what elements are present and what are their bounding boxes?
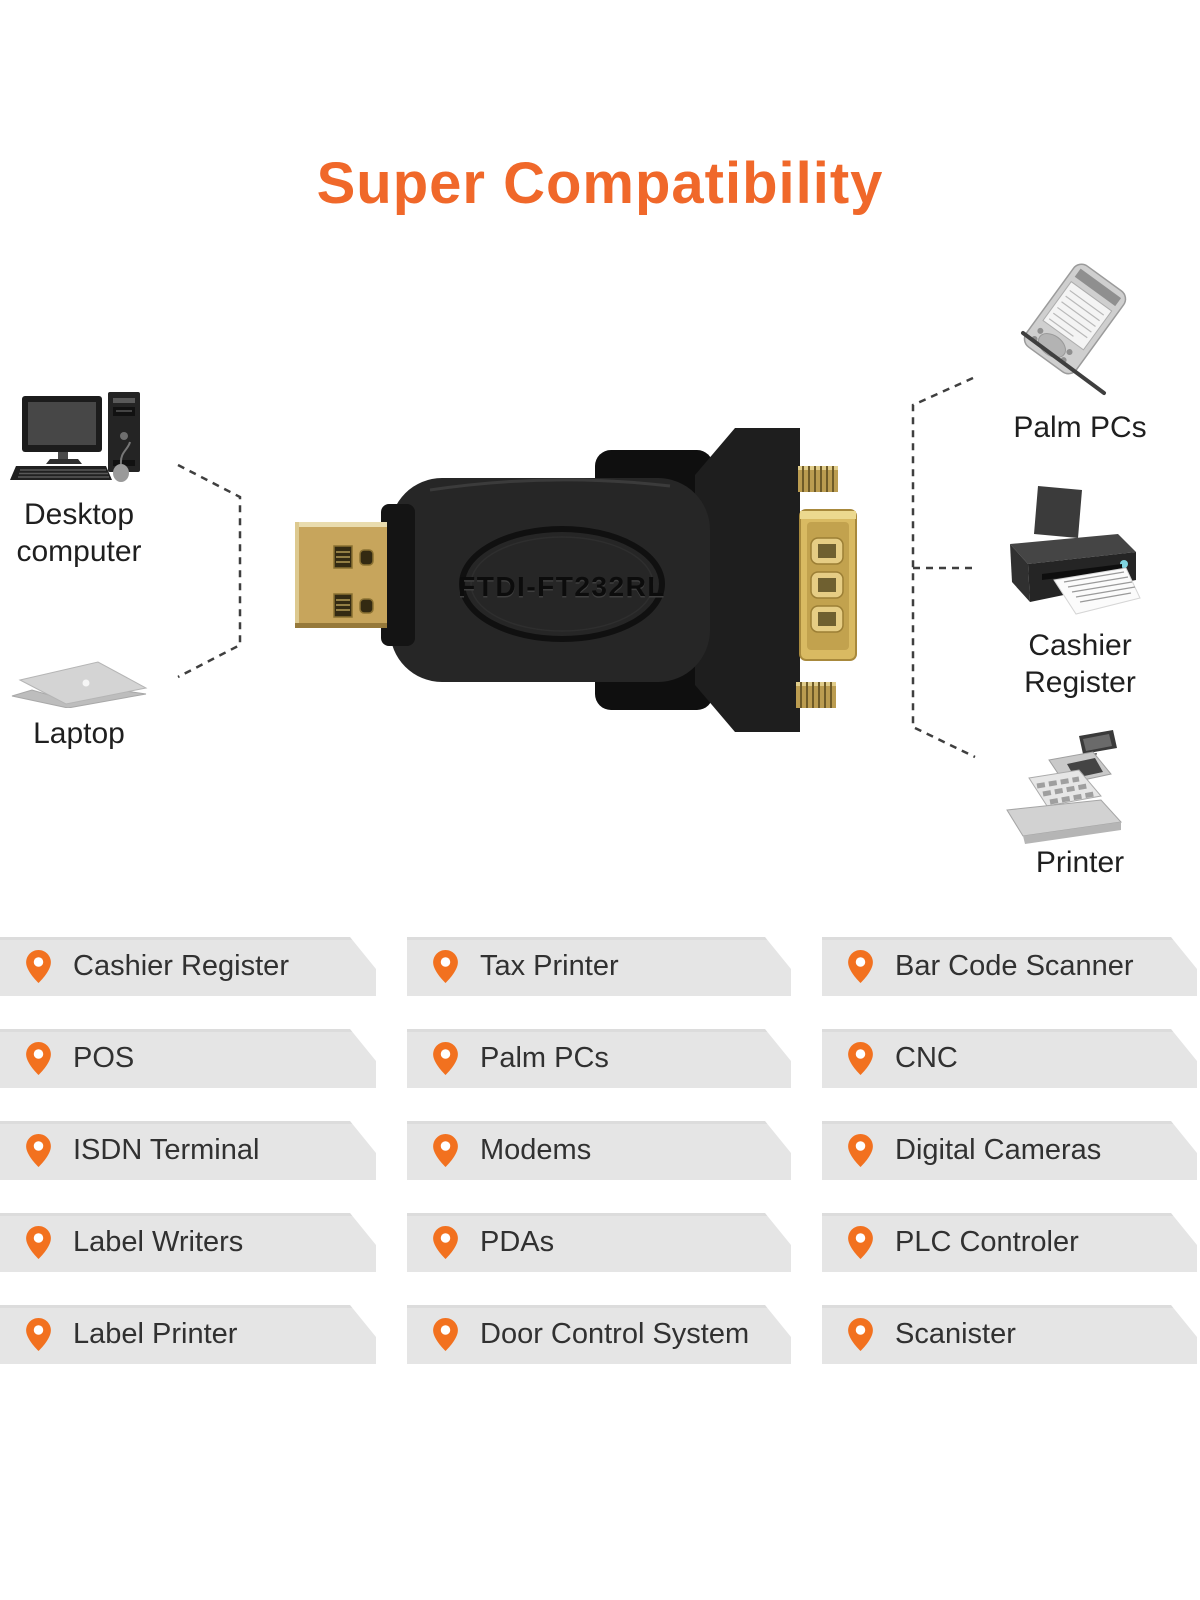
list-item: Scanister bbox=[822, 1305, 1197, 1364]
adapter-body bbox=[390, 478, 710, 682]
list-item: CNC bbox=[822, 1029, 1197, 1088]
map-pin-icon bbox=[26, 1042, 51, 1075]
map-pin-icon bbox=[26, 1226, 51, 1259]
list-item-label: Palm PCs bbox=[480, 1042, 609, 1074]
list-item: Palm PCs bbox=[407, 1029, 791, 1088]
adapter-marking-text: FTDI-FT232RL bbox=[458, 571, 666, 602]
list-item: Digital Cameras bbox=[822, 1121, 1197, 1180]
list-item: Modems bbox=[407, 1121, 791, 1180]
list-item-label: PLC Controler bbox=[895, 1226, 1079, 1258]
map-pin-icon bbox=[848, 950, 873, 983]
list-item-label: Door Control System bbox=[480, 1318, 750, 1350]
list-item-label: Cashier Register bbox=[73, 950, 289, 982]
list-item: Label Printer bbox=[0, 1305, 376, 1364]
list-item-label: PDAs bbox=[480, 1226, 555, 1258]
palm-pc-icon bbox=[1021, 263, 1127, 395]
list-item-label: Label Writers bbox=[73, 1226, 244, 1258]
map-pin-icon bbox=[848, 1042, 873, 1075]
adapter-usb-plug bbox=[295, 522, 387, 628]
desktop-computer-label: Desktop computer bbox=[16, 498, 142, 568]
list-item: PLC Controler bbox=[822, 1213, 1197, 1272]
list-item: ISDN Terminal bbox=[0, 1121, 376, 1180]
inkjet-printer-icon bbox=[1010, 486, 1141, 615]
map-pin-icon bbox=[433, 950, 458, 983]
adapter-db9-housing bbox=[695, 428, 800, 732]
stylus bbox=[1021, 331, 1106, 395]
compat-row: ISDN Terminal Modems Digital Cameras bbox=[0, 1121, 1200, 1180]
compat-row: Cashier Register Tax Printer Bar Code Sc… bbox=[0, 937, 1200, 996]
adapter-collar bbox=[381, 504, 415, 646]
list-item: Label Writers bbox=[0, 1213, 376, 1272]
compatibility-list: Cashier Register Tax Printer Bar Code Sc… bbox=[0, 937, 1200, 1367]
desktop-computer-icon bbox=[10, 392, 140, 482]
list-item-label: CNC bbox=[895, 1042, 958, 1074]
map-pin-icon bbox=[433, 1226, 458, 1259]
list-item: Bar Code Scanner bbox=[822, 937, 1197, 996]
list-item-label: Label Printer bbox=[73, 1318, 238, 1350]
adapter-bottom-screw bbox=[796, 682, 836, 708]
laptop-icon bbox=[11, 661, 148, 708]
map-pin-icon bbox=[26, 1134, 51, 1167]
list-item-label: Tax Printer bbox=[480, 950, 619, 982]
connection-lines bbox=[177, 376, 976, 759]
laptop-label: Laptop bbox=[33, 717, 125, 750]
list-item: POS bbox=[0, 1029, 376, 1088]
list-item: PDAs bbox=[407, 1213, 791, 1272]
list-item: Tax Printer bbox=[407, 937, 791, 996]
list-item-label: POS bbox=[73, 1042, 135, 1074]
map-pin-icon bbox=[433, 1042, 458, 1075]
map-pin-icon bbox=[433, 1134, 458, 1167]
map-pin-icon bbox=[848, 1318, 873, 1351]
compat-row: POS Palm PCs CNC bbox=[0, 1029, 1200, 1088]
list-item-label: Scanister bbox=[895, 1318, 1016, 1350]
map-pin-icon bbox=[26, 1318, 51, 1351]
map-pin-icon bbox=[26, 950, 51, 983]
left-bracket-line bbox=[177, 463, 242, 679]
list-item-label: ISDN Terminal bbox=[73, 1134, 260, 1166]
cash-register-icon bbox=[1006, 730, 1123, 844]
page-title: Super Compatibility bbox=[316, 151, 884, 216]
compat-row: Label Writers PDAs PLC Controler bbox=[0, 1213, 1200, 1272]
adapter-image: FTDI-FT232RL FTDI-FT232RL bbox=[295, 428, 857, 732]
adapter-top-screw bbox=[798, 466, 838, 492]
compat-row: Label Printer Door Control System Scanis… bbox=[0, 1305, 1200, 1364]
adapter-marking-highlight: FTDI-FT232RL bbox=[458, 573, 666, 604]
right-bracket-line bbox=[911, 376, 976, 759]
list-item: Cashier Register bbox=[0, 937, 376, 996]
list-item-label: Modems bbox=[480, 1134, 592, 1166]
map-pin-icon bbox=[848, 1134, 873, 1167]
cashier-register-label: Cashier Register bbox=[1024, 629, 1136, 699]
list-item-label: Bar Code Scanner bbox=[895, 950, 1134, 982]
list-item: Door Control System bbox=[407, 1305, 791, 1364]
map-pin-icon bbox=[433, 1318, 458, 1351]
adapter-db9-face bbox=[799, 509, 857, 661]
map-pin-icon bbox=[848, 1226, 873, 1259]
palm-pcs-label: Palm PCs bbox=[1013, 411, 1147, 444]
printer-label: Printer bbox=[1035, 846, 1125, 879]
list-item-label: Digital Cameras bbox=[895, 1134, 1102, 1166]
